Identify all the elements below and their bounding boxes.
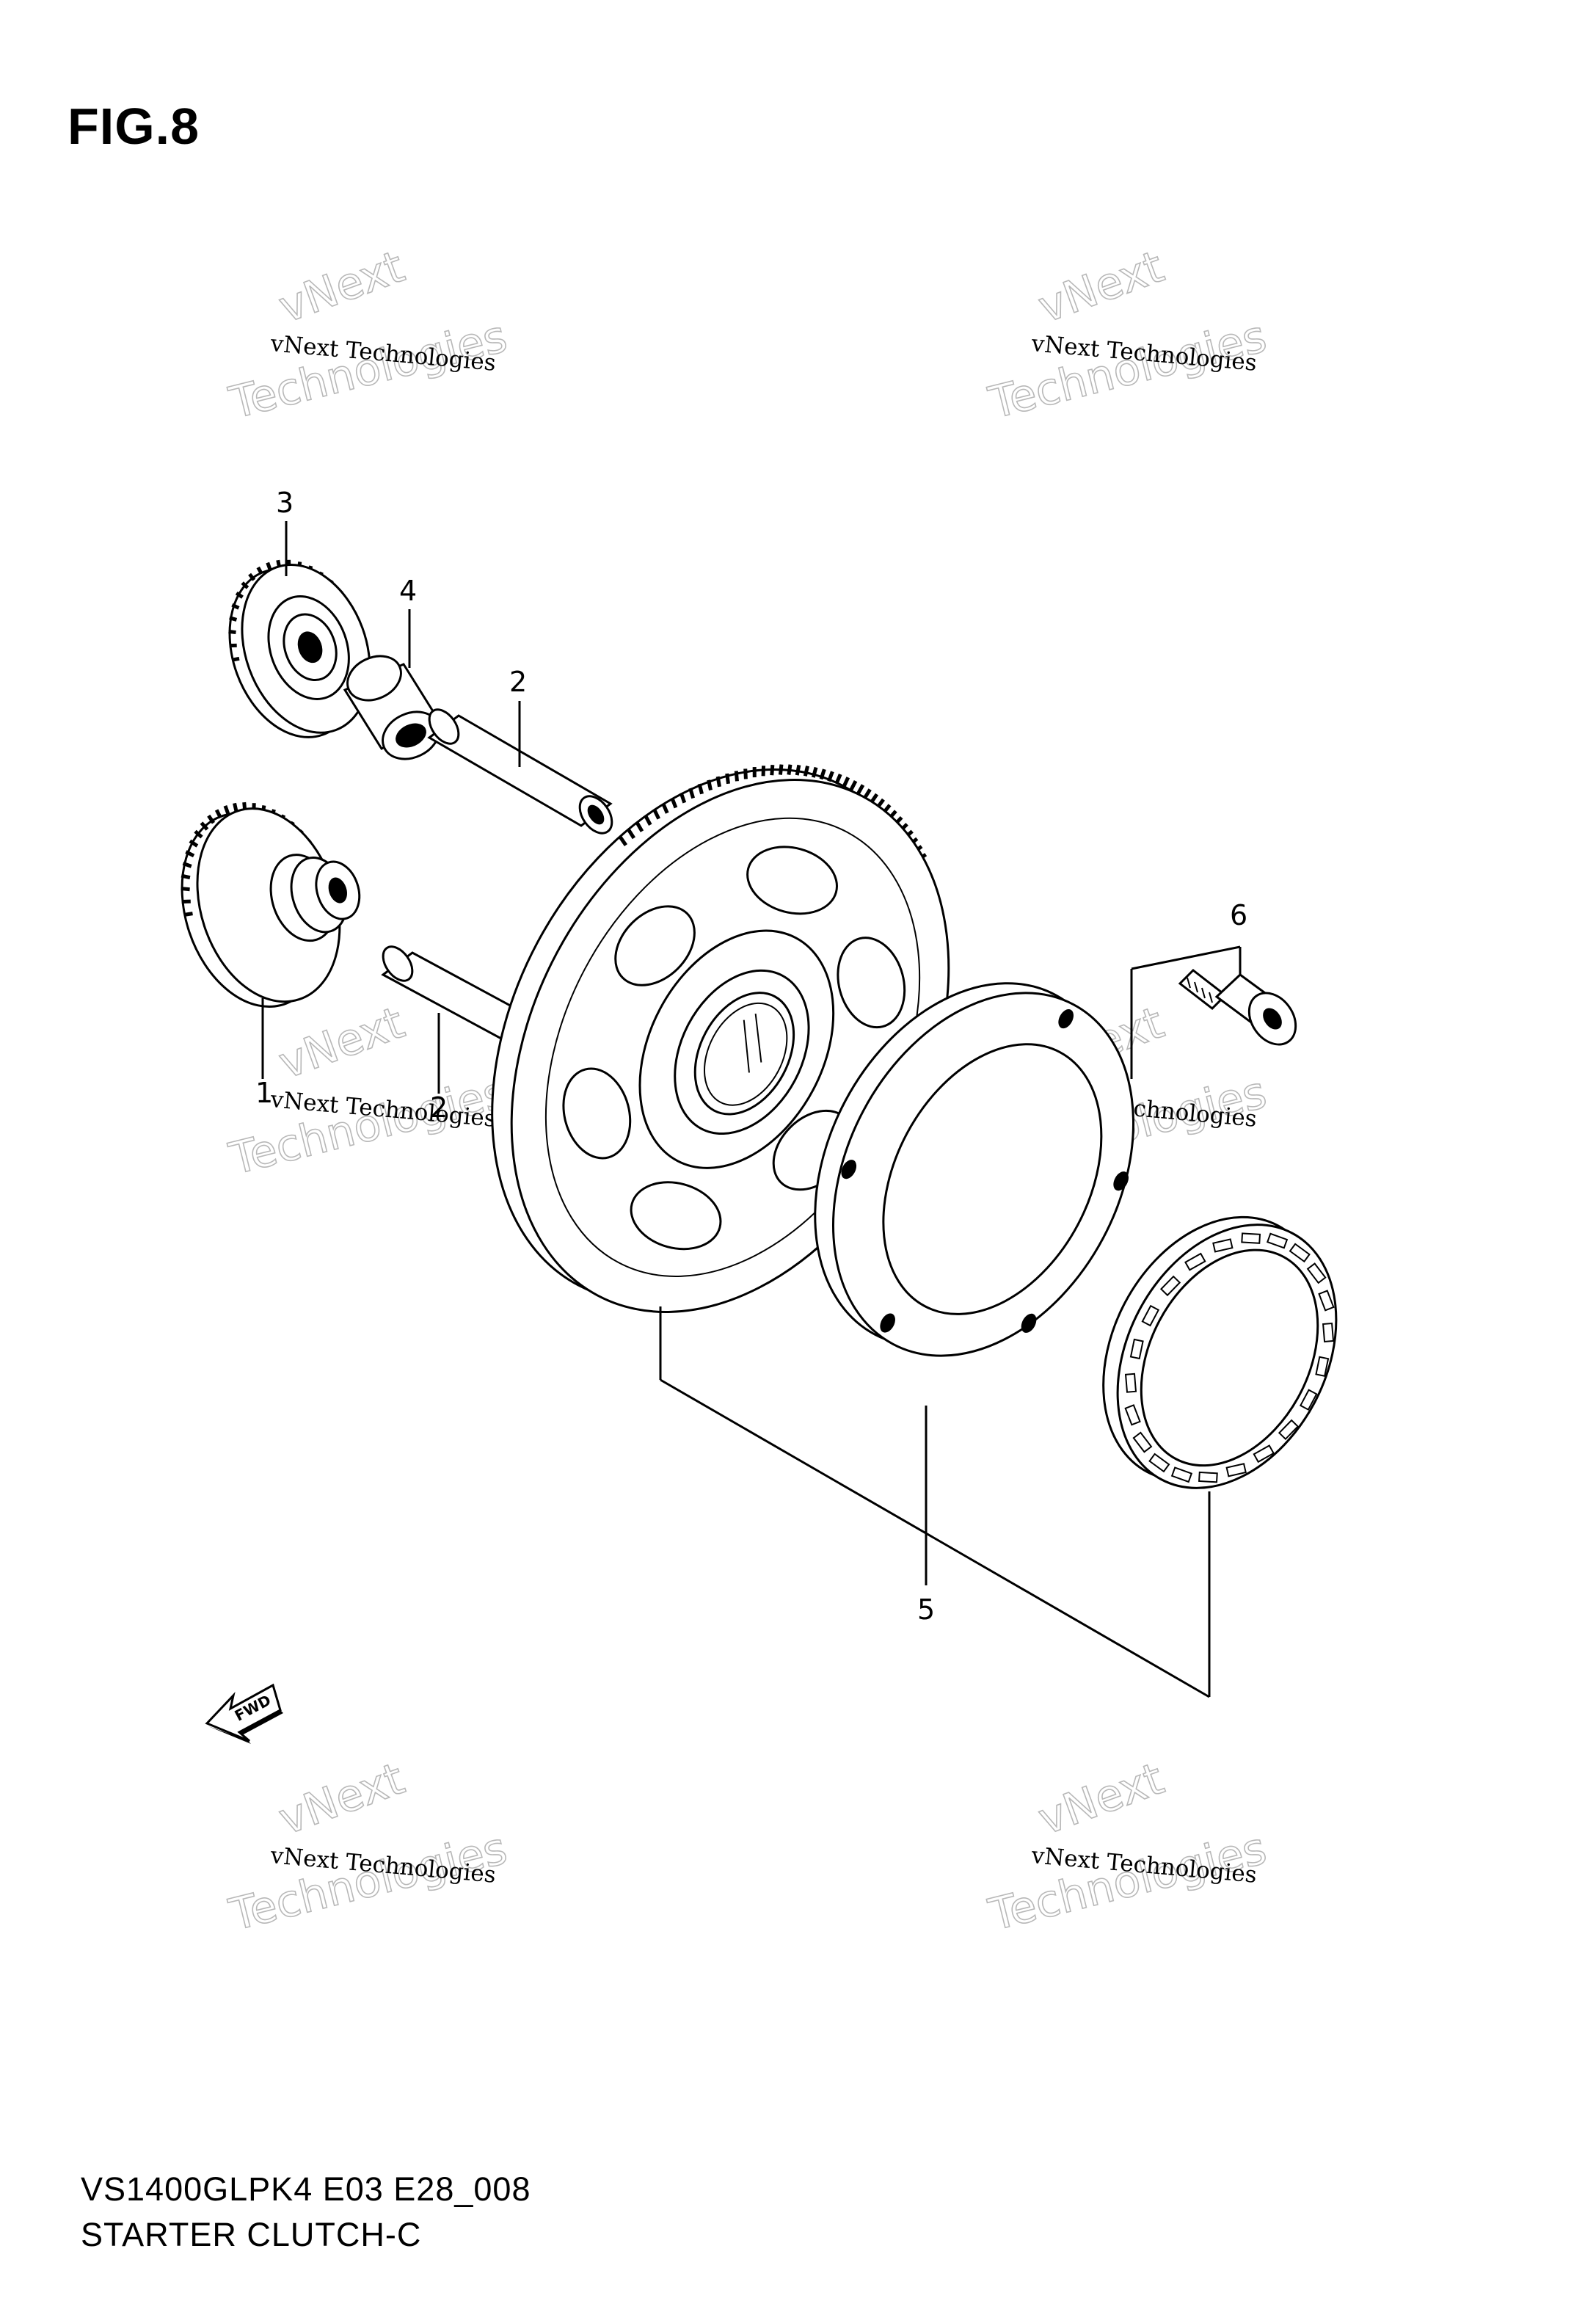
clutch-rollers [1124,1232,1335,1483]
part-2-shaft-upper [427,708,613,835]
watermark-top-right: vNext Technologies vNext Technologies [983,241,1272,430]
part-1-starter-gear [181,801,361,1008]
fwd-arrow-icon: FWD [205,1683,283,1744]
callout-4: 4 [399,575,417,607]
model-code: VS1400GLPK4 E03 E28_008 [81,2170,531,2208]
svg-text:vNext: vNext [1032,1753,1170,1845]
figure-title: FIG.8 [68,98,200,155]
part-5-clutch-housing [814,982,1134,1357]
part-6-bolt [1178,969,1297,1046]
callout-6: 6 [1230,899,1247,931]
part-3-idle-gear [228,559,371,738]
watermark-middle-left: vNext Technologies vNext Technologies [224,997,512,1186]
part-4-bushing [343,655,442,760]
callout-3: 3 [276,487,294,519]
watermark-bottom-right: vNext Technologies vNext Technologies [983,1753,1272,1942]
svg-text:vNext: vNext [272,241,411,333]
diagram-footer: VS1400GLPK4 E03 E28_008 STARTER CLUTCH-C [81,2167,531,2258]
lightening-holes [562,846,906,1251]
svg-text:vNext: vNext [1032,241,1170,333]
leader-lines [261,521,1242,1698]
svg-text:vNext: vNext [272,997,411,1089]
section-name: STARTER CLUTCH-C [81,2216,422,2253]
callout-2-upper: 2 [509,666,527,698]
callout-2-lower: 2 [430,1091,448,1124]
callout-5: 5 [917,1593,935,1626]
part-5-one-way-clutch [1102,1215,1338,1489]
svg-text:vNext: vNext [272,1753,411,1845]
watermark-top-left: vNext Technologies vNext Technologies [224,241,512,430]
part-5-driven-gear [491,764,950,1313]
watermark-bottom-left: vNext Technologies vNext Technologies [224,1753,512,1942]
callout-1: 1 [255,1077,273,1109]
